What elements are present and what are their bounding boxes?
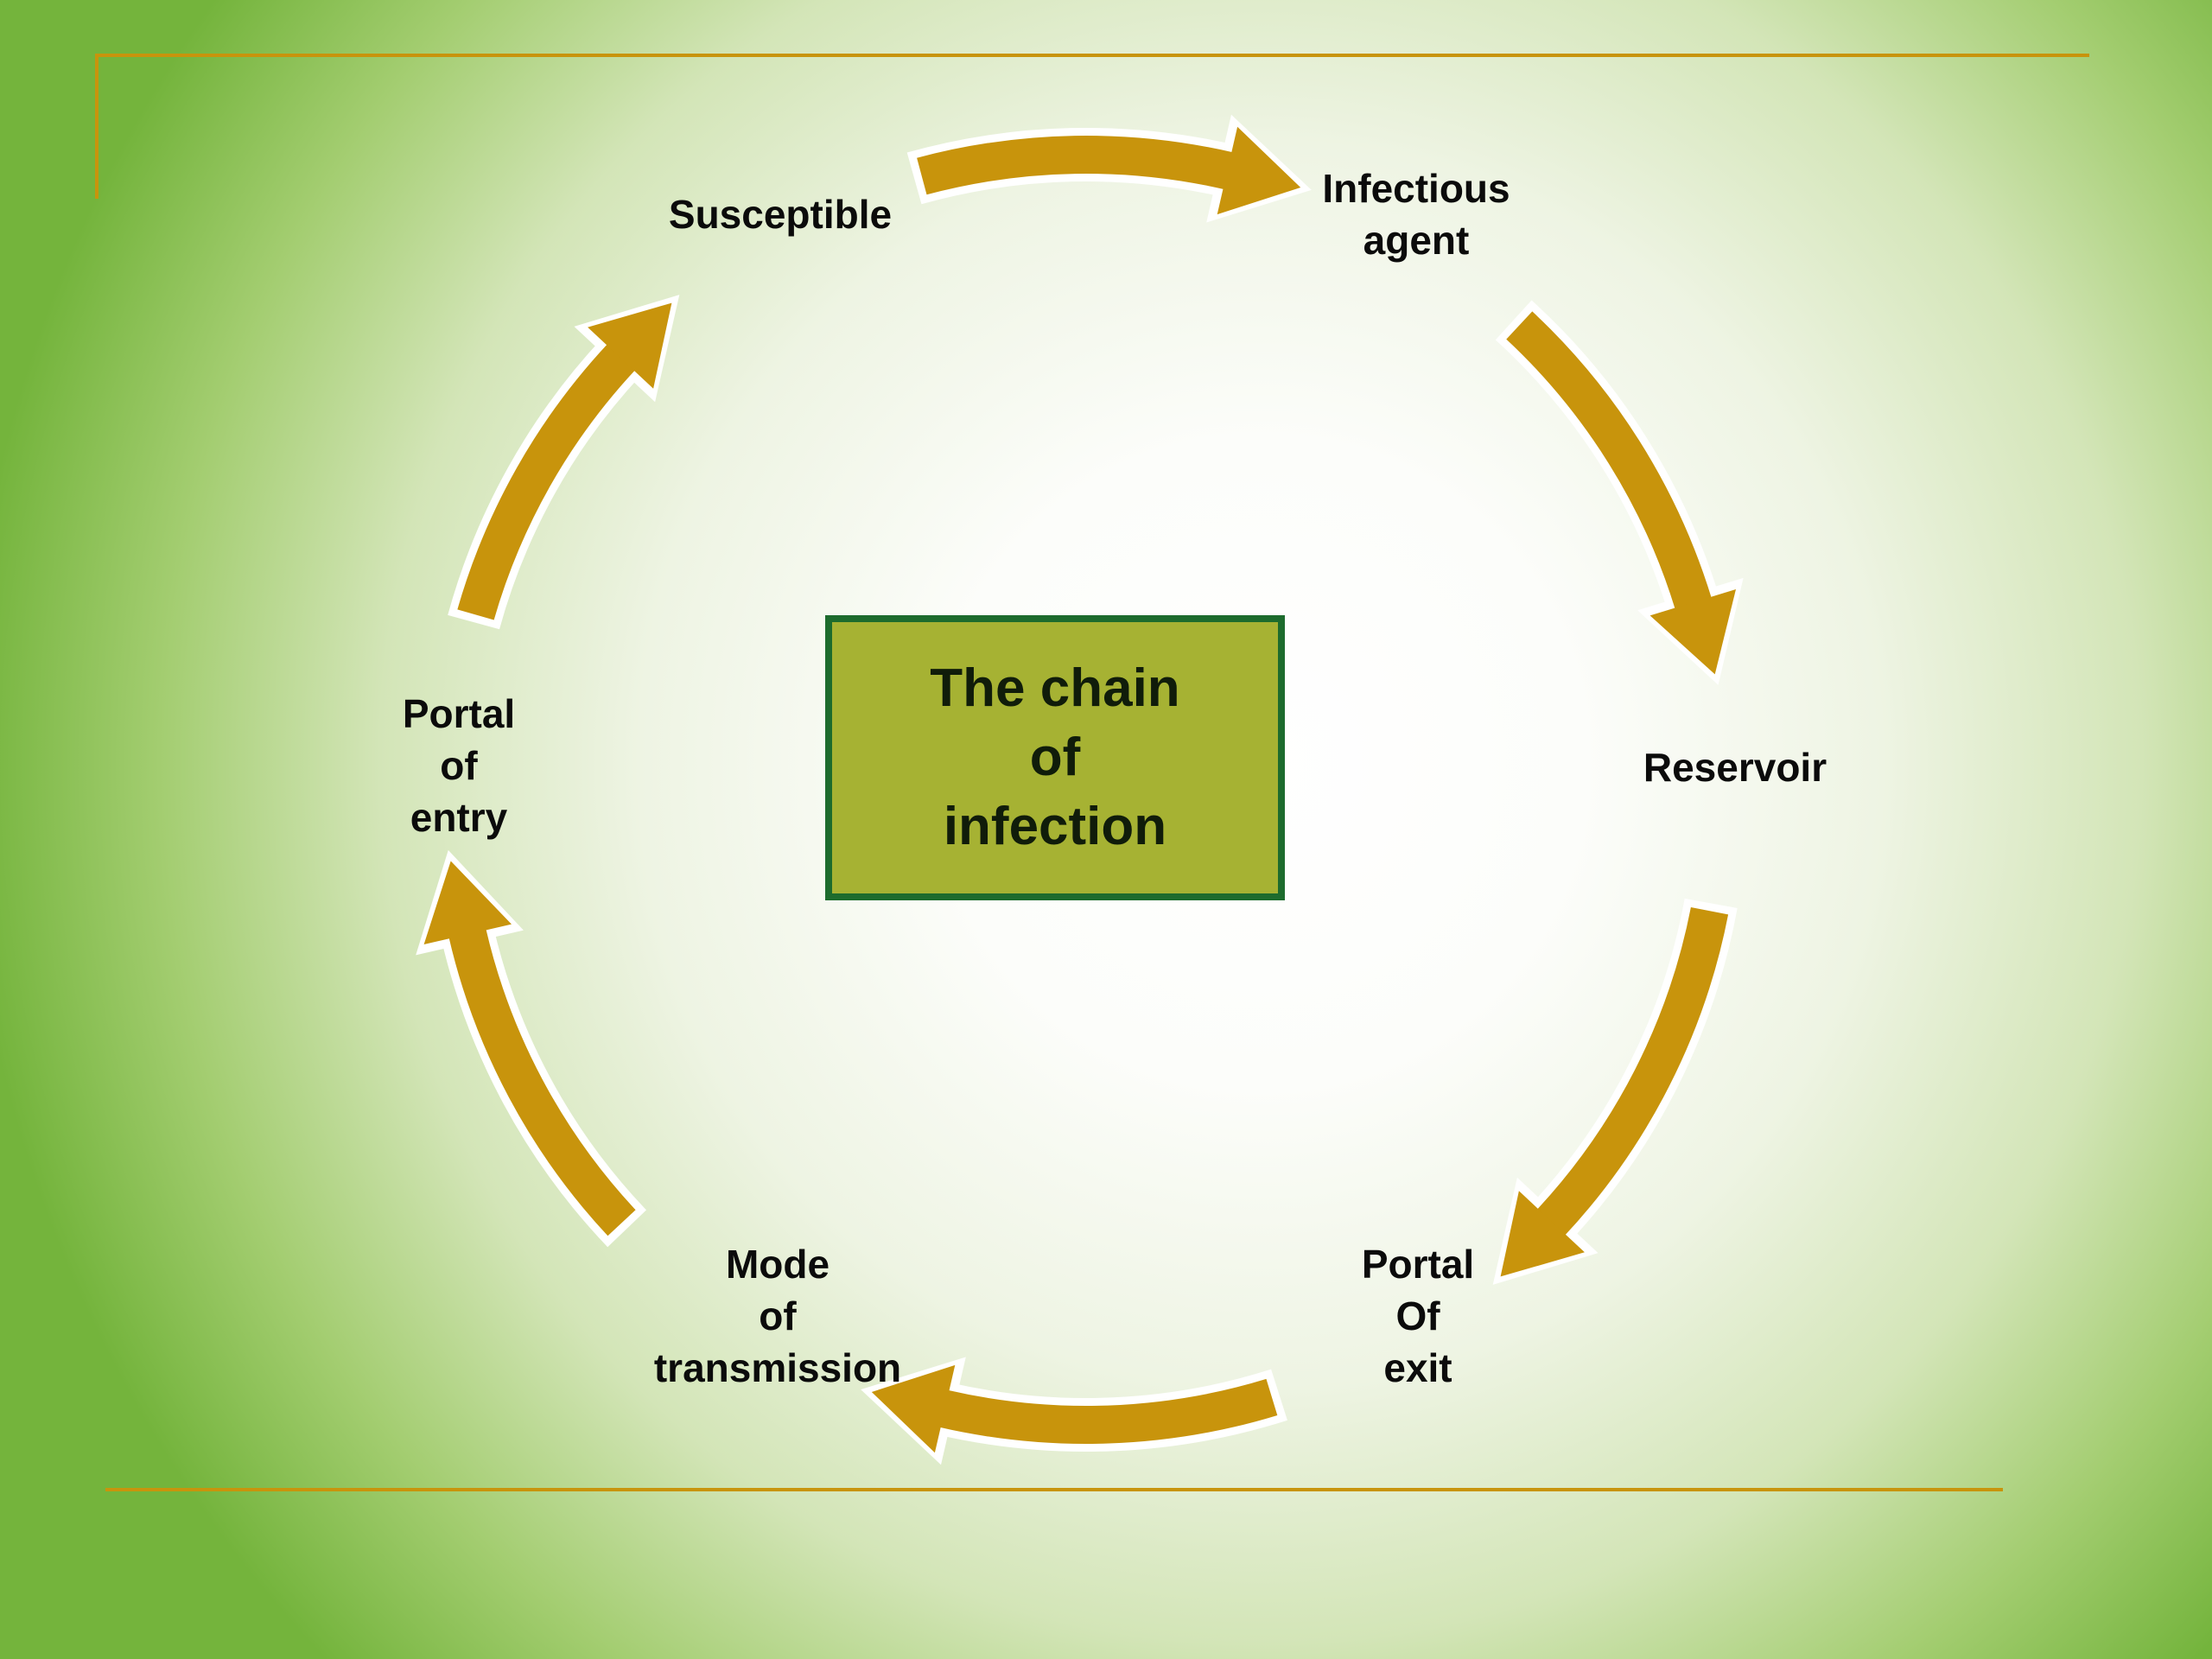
arrow-mode-of-transmission-to-portal-of-entry <box>416 849 647 1248</box>
bottom-border-line <box>105 1488 2003 1491</box>
title-box: The chain of infection <box>825 615 1285 900</box>
node-label-line: Portal <box>1361 1242 1475 1287</box>
top-border-line <box>95 54 2089 57</box>
node-mode-of-transmission: Mode of transmission <box>654 1238 901 1394</box>
node-reservoir: Reservoir <box>1643 741 1827 793</box>
arrow-reservoir-to-portal-of-exit <box>1492 898 1738 1285</box>
node-label-line: Mode <box>725 1242 830 1287</box>
node-susceptible: Susceptible <box>669 188 892 240</box>
node-portal-of-exit: Portal Of exit <box>1362 1238 1474 1394</box>
title-line-2: of <box>1029 728 1081 787</box>
left-border-line <box>95 54 99 199</box>
node-label-line: Susceptible <box>668 192 893 237</box>
arrow-portal-of-exit-to-mode-of-transmission <box>861 1357 1287 1465</box>
node-label-line: Infectious <box>1322 166 1510 211</box>
arrow-susceptible-to-infectious-agent <box>906 114 1312 223</box>
node-label-line: transmission <box>653 1345 902 1390</box>
node-label-line: of <box>759 1294 797 1338</box>
node-label-line: Of <box>1395 1294 1440 1338</box>
node-label-line: Reservoir <box>1643 745 1827 790</box>
node-label-line: Portal <box>402 691 516 736</box>
node-label-line: of <box>440 743 478 788</box>
arrow-portal-of-entry-to-susceptible <box>448 295 680 630</box>
title-line-1: The chain <box>930 658 1180 718</box>
node-label-line: agent <box>1363 218 1470 263</box>
node-label-line: entry <box>410 795 508 840</box>
node-label-line: exit <box>1383 1345 1452 1390</box>
node-portal-of-entry: Portal of entry <box>403 688 515 843</box>
arrow-infectious-agent-to-reservoir <box>1495 300 1744 685</box>
node-infectious-agent: Infectious agent <box>1322 162 1510 266</box>
title-line-3: infection <box>943 797 1167 856</box>
